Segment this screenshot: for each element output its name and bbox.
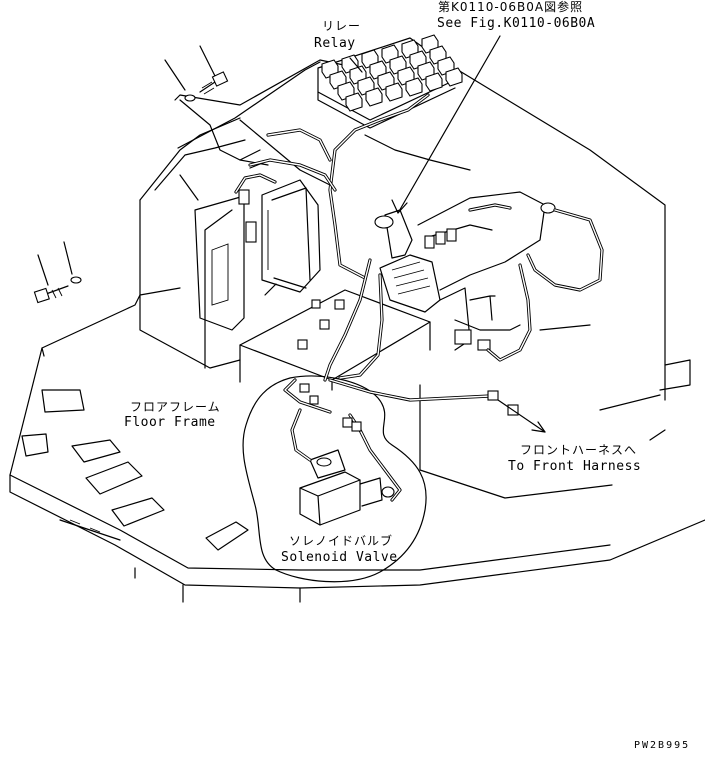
relay-unit [365,87,383,107]
front-harness-label: To Front Harness [508,459,642,474]
relay-units [321,34,463,112]
leader-lines [179,35,666,441]
reference-label: See Fig.K0110-06B0A [437,16,596,31]
relay-label-jp: リレー [322,19,362,33]
connectors [299,383,519,432]
relay-label: Relay [314,36,356,51]
relay-unit [425,72,443,92]
solenoid-enclosure-outline [242,375,427,583]
floor-frame-label: Floor Frame [124,415,216,430]
relay-unit [445,67,463,87]
relay-unit [405,77,423,97]
floor-edge-detail [69,519,101,533]
solenoid-valve-label: Solenoid Valve [281,550,398,565]
solenoid-bracket [239,289,431,391]
console-housing [139,59,691,499]
bolt-washer-set [33,45,229,304]
solenoid-valve [299,449,395,526]
joystick-unit [374,191,556,351]
front-harness-label-jp: フロントハーネスへ [520,443,638,457]
solenoid-valve-label-jp: ソレノイドバルブ [289,534,394,548]
drawing-code: PW2B995 [634,740,691,751]
relay-block [317,34,463,129]
wire-harness [234,93,604,502]
relay-unit [385,82,403,102]
reference-label-jp: 第K0110-06B0A図参照 [438,0,584,14]
floor-frame-label-jp: フロアフレーム [130,400,221,414]
floor-frame [9,287,705,603]
relay-unit [345,92,363,112]
